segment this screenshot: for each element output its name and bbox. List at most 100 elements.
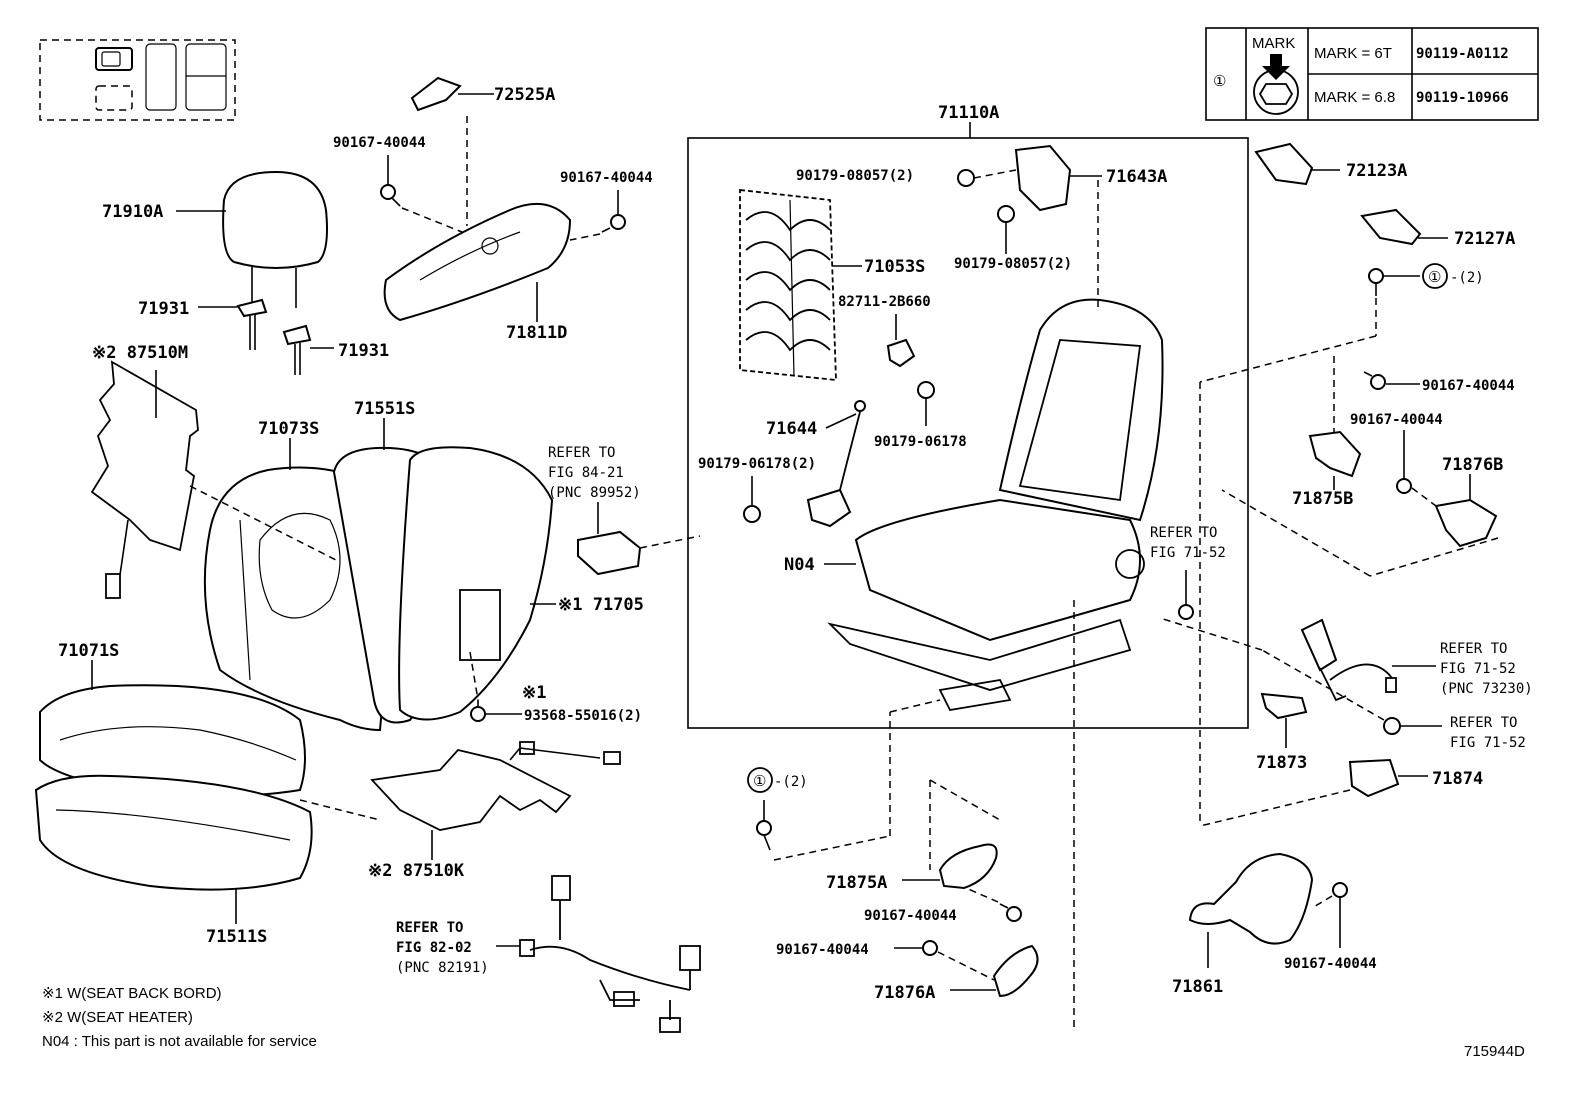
screw-90167-a [380,184,401,207]
bolt-circle1-a [1368,268,1384,296]
footnote-3: N04 : This part is not available for ser… [42,1033,317,1050]
bolt-head-icon [1253,54,1299,115]
bolt-circle1-b [756,820,772,851]
label-93568-mark: ※1 [522,683,546,703]
label-71873: 71873 [1256,753,1307,773]
side-cover-clip [410,76,462,112]
label-71931-a: 71931 [138,299,189,319]
screw-90167-f [922,940,938,956]
bracket-71873 [1260,692,1308,720]
label-71071S: 71071S [58,641,119,661]
recliner-bracket [1014,144,1072,212]
headrest [222,170,328,308]
svg-text:REFER TO: REFER TO [1440,641,1507,657]
label-71931-b: 71931 [338,341,389,361]
refer-fig-71-52-a: REFER TO FIG 71-52 [1150,525,1226,561]
label-71876A: 71876A [874,983,935,1003]
screw-90167-e [999,903,1022,922]
table-index-symbol: ① [1213,73,1226,90]
sensor-71644 [806,400,866,528]
nut-refer-71-52 [1178,604,1194,620]
headrest-guide-upper [236,298,268,350]
clip-82711 [886,338,916,368]
label-71875A: 71875A [826,873,887,893]
screw-93568 [470,700,486,722]
nut-90179-06178-b [743,505,761,523]
headrest-guide-lower [282,324,312,375]
svg-text:REFER TO: REFER TO [548,445,615,461]
label-90167-c: 90167-40044 [1422,378,1515,394]
screw-90167-g [1332,882,1348,898]
svg-text:REFER TO: REFER TO [1150,525,1217,541]
label-87510M: ※2 87510M [92,343,188,363]
seat-position-icon [39,39,236,121]
label-circle1-qty-b: -(2) [774,774,808,790]
seatback-rear-panel [398,446,554,721]
refer-fig-71-52-b: REFER TO FIG 71-52 (PNC 73230) [1440,641,1533,697]
refer-fig-71-52-c: REFER TO FIG 71-52 [1450,715,1526,751]
label-71644: 71644 [766,419,817,439]
footnote-1: ※1 W(SEAT BACK BORD) [42,985,222,1002]
label-90167-e: 90167-40044 [864,908,957,924]
table-row1-mark: MARK = 6T [1314,45,1392,62]
bracket-71876A [992,944,1039,998]
svg-text:FIG 71-52: FIG 71-52 [1450,735,1526,751]
spring-mat [739,188,837,382]
label-90179-06178-b: 90179-06178(2) [698,456,816,472]
refer-fig-84-21: REFER TO FIG 84-21 (PNC 89952) [548,445,641,501]
svg-text:(PNC 89952): (PNC 89952) [548,485,641,501]
side-cover-71861 [1188,852,1314,945]
nut-buckle [1383,717,1401,735]
label-72127A: 72127A [1454,229,1515,249]
label-71551S: 71551S [354,399,415,419]
svg-text:FIG 84-21: FIG 84-21 [548,465,624,481]
label-71511S: 71511S [206,927,267,947]
label-87510K: ※2 87510K [368,861,465,881]
label-72123A: 72123A [1346,161,1407,181]
label-71110A: 71110A [938,103,999,123]
screw-90167-d [1396,478,1412,494]
table-row2-part: 90119-10966 [1416,90,1509,106]
label-71876B: 71876B [1442,455,1503,475]
table-mark-header: MARK [1252,35,1295,52]
nut-90179-08057-b [997,205,1015,223]
screw-90167-c [1363,371,1386,390]
label-71705: ※1 71705 [558,595,644,615]
bracket-71875B [1308,430,1362,478]
seat-frame [827,298,1164,711]
seat-cushion-pad [34,774,313,891]
seat-belt-buckle [1300,618,1397,702]
table-row1-part: 90119-A0112 [1416,46,1509,62]
label-71053S: 71053S [864,257,925,277]
label-71910A: 71910A [102,202,163,222]
label-90167-g: 90167-40044 [1284,956,1377,972]
svg-text:REFER TO: REFER TO [1450,715,1517,731]
label-circle1-qty-a: -(2) [1450,270,1484,286]
label-90179-06178-a: 90179-06178 [874,434,967,450]
svg-text:FIG 82-02: FIG 82-02 [396,940,472,956]
label-90167-f: 90167-40044 [776,942,869,958]
label-90167-a: 90167-40044 [333,135,426,151]
nut-90179-08057-a [957,169,975,187]
label-71073S: 71073S [258,419,319,439]
cover-72123A [1254,142,1314,186]
label-N04: N04 [784,555,815,575]
table-row2-mark: MARK = 6.8 [1314,89,1395,106]
svg-text:(PNC 73230): (PNC 73230) [1440,681,1533,697]
label-90179-08057-b: 90179-08057(2) [954,256,1072,272]
nut-90179-06178-a [917,381,935,399]
label-90167-b: 90167-40044 [560,170,653,186]
bracket-71875A [938,843,998,890]
label-72525A: 72525A [494,85,555,105]
seatback-heater [90,360,199,599]
label-93568: 93568-55016(2) [524,708,642,724]
label-71875B: 71875B [1292,489,1353,509]
bracket-71876B [1434,498,1498,548]
cushion-heater [370,741,621,831]
connector-block [577,530,642,576]
svg-text:(PNC 82191): (PNC 82191) [396,960,489,976]
svg-text:FIG 71-52: FIG 71-52 [1440,661,1516,677]
circle-symbol-b: ① [753,773,766,790]
screw-90167-b [601,214,626,233]
